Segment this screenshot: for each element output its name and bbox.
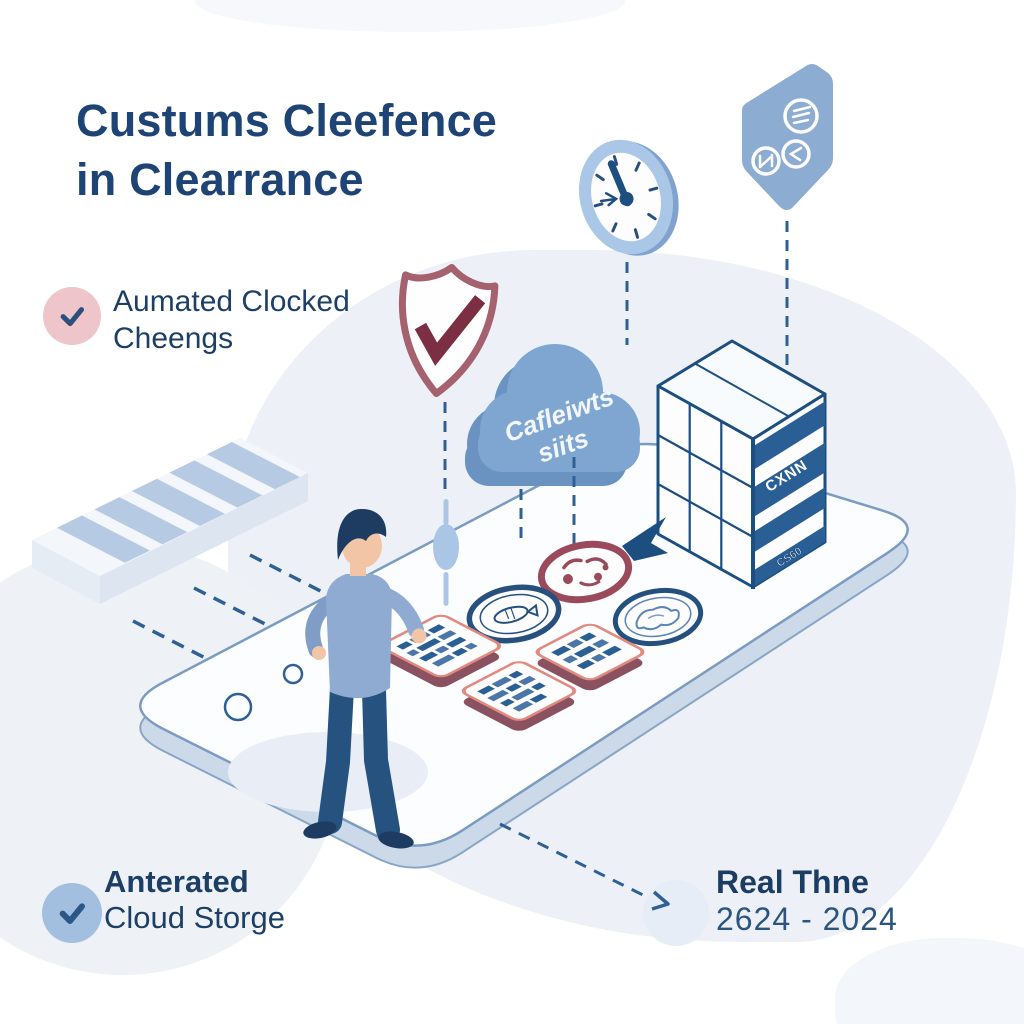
check-circle-icon-pink: [43, 287, 101, 345]
automated-checks-label-line2: Cheengs: [113, 321, 234, 355]
check-icon: [60, 307, 85, 327]
dock-side-right: [100, 473, 308, 604]
real-time-label-line2: 2624 - 2024: [716, 901, 898, 937]
cursor-icon: [622, 517, 668, 561]
marker-circle-large: [223, 692, 253, 722]
person-shoe-left: [303, 821, 337, 839]
dashed-connectors-cloud: [519, 457, 576, 548]
person-figure: [303, 508, 427, 849]
person-leg-left: [318, 676, 354, 834]
marker-circle-small: [282, 663, 304, 685]
person-arm-right: [374, 586, 424, 638]
document-card-c: [535, 623, 645, 691]
check-circle-icon-blue: [42, 883, 102, 943]
food-plate-maroon: [537, 540, 633, 604]
person-shoe-right: [378, 831, 414, 849]
dashed-connector-realtime: [499, 822, 670, 911]
dock-stripes: [56, 442, 300, 563]
cloud-storage-label-line1: Anterated: [104, 864, 249, 899]
check-icon: [59, 903, 85, 924]
arrow-right-icon: [651, 890, 670, 911]
page-title: Custums Cleefence in Clearrance: [76, 92, 497, 209]
dashed-connectors-back: [625, 221, 789, 378]
page-title-line2: in Clearrance: [76, 153, 364, 205]
cloud-storage-callout: Anterated Cloud Storge: [104, 864, 285, 936]
automated-checks-callout: Aumated Clocked Cheengs: [113, 284, 350, 357]
container-stripes: [753, 401, 825, 587]
shield-check-icon: [398, 263, 499, 497]
food-plate-blue: [612, 587, 704, 647]
person-hair: [337, 508, 387, 560]
real-time-callout: Real Thne 2624 - 2024: [716, 864, 898, 938]
arrow-circle-icon: [643, 880, 709, 946]
striped-dock: [32, 438, 308, 604]
page-title-line1: Custums Cleefence: [76, 95, 498, 146]
id-card-icon: [742, 64, 833, 210]
spoon-icon: [433, 499, 459, 606]
person-leg-right: [362, 678, 400, 842]
real-time-label-line1: Real Thne: [716, 864, 869, 900]
dock-side-left: [32, 540, 100, 604]
cloud-icon: Cafleiwts siits: [465, 344, 640, 486]
clock-icon: [578, 139, 679, 256]
document-card-b: [461, 661, 577, 731]
cargo-container: CXNN CS60: [656, 339, 827, 589]
food-plate-fish: [466, 584, 562, 644]
person-hand: [411, 628, 427, 644]
cloud-storage-label-line2: Cloud Storge: [104, 900, 285, 935]
person-torso: [326, 574, 392, 699]
automated-checks-label-line1: Aumated Clocked: [113, 285, 350, 318]
